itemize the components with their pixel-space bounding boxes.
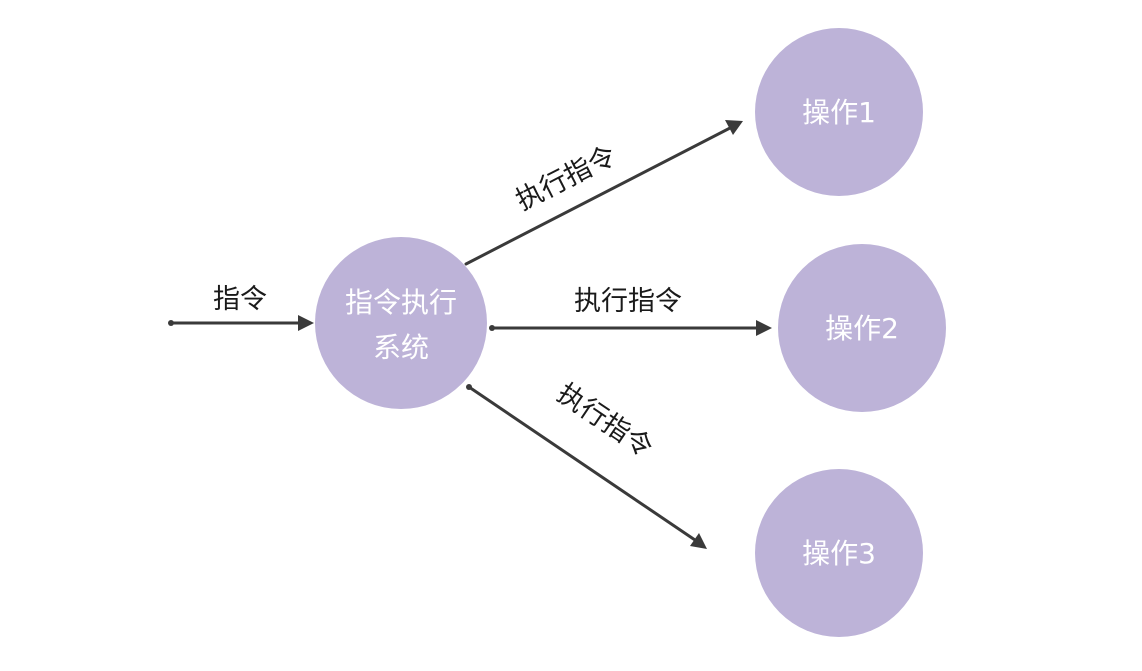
edge-input-arrow-icon (298, 315, 314, 331)
node-op3 (755, 469, 923, 637)
edge-to-op2-label: 执行指令 (574, 286, 682, 317)
node-op3-label: 操作3 (802, 537, 876, 570)
node-system-label-line2: 系统 (373, 331, 429, 364)
node-op2-label: 操作2 (825, 312, 899, 345)
edge-to-op3-line (467, 385, 697, 542)
edge-to-op1-line (464, 126, 732, 266)
edge-to-op2-arrow-icon (756, 320, 772, 336)
edge-to-op1-label: 执行指令 (511, 140, 621, 217)
node-system-label-line1: 指令执行 (345, 286, 457, 319)
node-op2 (778, 244, 946, 412)
node-op1-label: 操作1 (802, 96, 876, 129)
edge-to-op3-label: 执行指令 (551, 378, 658, 464)
edge-input-label: 指令 (213, 284, 267, 315)
node-op1 (755, 28, 923, 196)
edge-to-op1-arrow-icon (725, 120, 743, 135)
edge-to-op3-arrow-icon (690, 533, 707, 549)
node-system (315, 237, 487, 409)
